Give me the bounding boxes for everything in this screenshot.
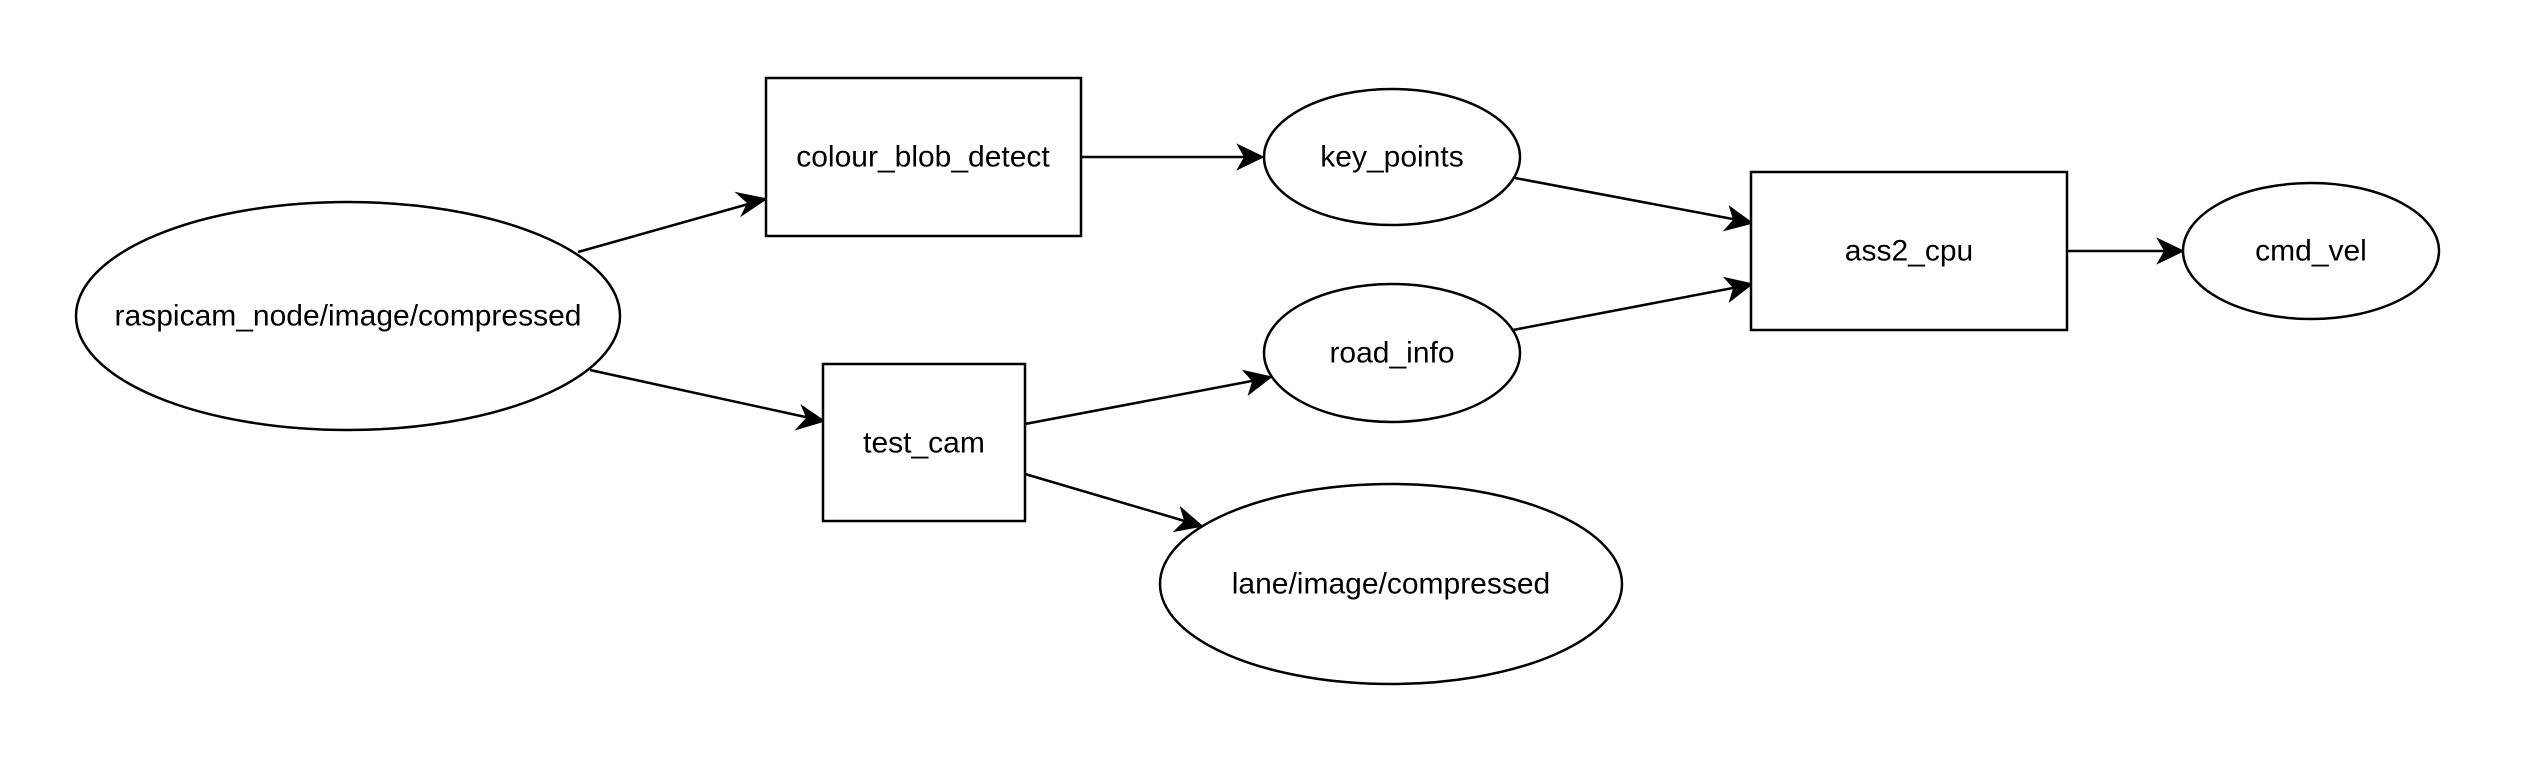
arrowhead-icon [1241, 369, 1273, 397]
edge-road-info-to-ass2-cpu [1512, 276, 1754, 332]
node-raspicam-image-compressed[interactable]: raspicam_node/image/compressed [74, 200, 622, 432]
node-ass2-cpu[interactable]: ass2_cpu [1749, 170, 2069, 332]
edge-test-cam-to-road-info [1024, 369, 1273, 426]
nodes: raspicam_node/image/compressed colour_bl… [74, 76, 2441, 686]
edge-raspicam-to-colour-blob-detect [577, 191, 768, 254]
node-test-cam[interactable]: test_cam [821, 362, 1027, 523]
node-key-points[interactable]: key_points [1262, 87, 1522, 227]
node-label: colour_blob_detect [796, 141, 1050, 174]
arrowhead-icon [1172, 505, 1204, 533]
node-label: ass2_cpu [1845, 235, 1973, 268]
arrowhead-icon [734, 191, 768, 218]
node-road-info[interactable]: road_info [1262, 282, 1522, 424]
node-colour-blob-detect[interactable]: colour_blob_detect [764, 76, 1083, 238]
arrowhead-icon [1236, 143, 1265, 171]
arrowhead-icon [1722, 205, 1754, 232]
node-label: cmd_vel [2255, 235, 2367, 268]
edge-ass2-cpu-to-cmd-vel [2067, 237, 2185, 265]
node-label: raspicam_node/image/compressed [115, 300, 582, 333]
edge-key-points-to-ass2-cpu [1514, 176, 1754, 232]
edge-raspicam-to-test-cam [589, 368, 826, 431]
node-cmd-vel[interactable]: cmd_vel [2181, 181, 2441, 321]
edge-colour-blob-detect-to-key-points [1082, 143, 1265, 171]
arrowhead-icon [1722, 276, 1754, 304]
node-label: road_info [1329, 337, 1454, 370]
arrowhead-icon [794, 403, 826, 431]
node-lane-image-compressed[interactable]: lane/image/compressed [1158, 482, 1624, 686]
node-label: test_cam [863, 427, 985, 460]
edges [577, 143, 2185, 533]
arrowhead-icon [2156, 237, 2185, 265]
node-label: key_points [1320, 141, 1463, 174]
edge-test-cam-to-lane-image [1024, 472, 1204, 533]
node-label: lane/image/compressed [1232, 568, 1551, 601]
